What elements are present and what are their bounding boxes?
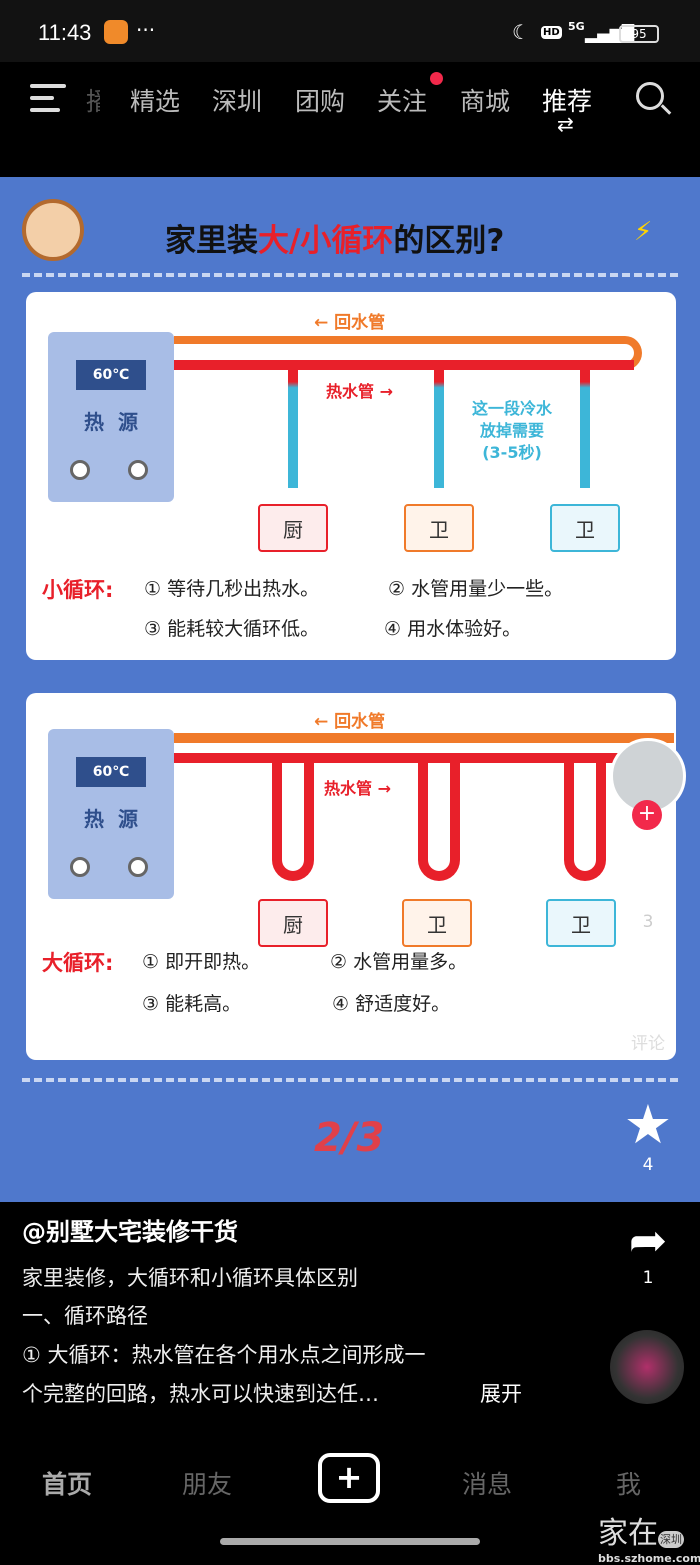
room-bath-1: 卫: [402, 899, 472, 947]
cold-water-note: 这一段冷水放掉需要(3-5秒): [472, 399, 553, 462]
hot-pipe: [174, 360, 634, 370]
top-nav: 播 精选 深圳 团购 关注 商城 推荐 ⇄: [0, 62, 700, 177]
status-bar: 11:43 ··· ☾ HD 5G ▂▄▆█ 95: [0, 0, 700, 62]
tab-following[interactable]: 关注: [377, 87, 428, 116]
notification-dot: [430, 72, 443, 85]
heart-icon: ♥: [626, 859, 670, 915]
small-loop-label: 小循环:: [42, 578, 114, 602]
follow-button[interactable]: +: [632, 800, 662, 830]
moon-icon: ☾: [512, 20, 530, 44]
divider: [22, 1078, 678, 1082]
big-loop-label: 大循环:: [42, 951, 114, 975]
favorite-button[interactable]: ★ 4: [618, 1093, 678, 1176]
loop-kitchen: [272, 753, 314, 881]
watermark: 家在深圳 bbs.szhome.com: [598, 1516, 700, 1565]
room-kitchen: 厨: [258, 899, 328, 947]
room-kitchen: 厨: [258, 504, 328, 552]
tab-recommend[interactable]: 推荐: [542, 87, 593, 116]
room-bath-2: 卫: [550, 504, 620, 552]
tab-live[interactable]: 播: [86, 87, 100, 116]
nav-me[interactable]: 我: [616, 1470, 642, 1499]
expand-link[interactable]: 展开: [480, 1382, 522, 1406]
room-bath-2: 卫: [546, 899, 616, 947]
branch-bath-2: [580, 370, 590, 488]
teacher-illustration: [22, 199, 84, 261]
signal-icon: 5G: [568, 20, 585, 33]
nav-home[interactable]: 首页: [42, 1470, 93, 1499]
tab-shenzhen[interactable]: 深圳: [212, 87, 263, 116]
search-icon[interactable]: [636, 82, 664, 110]
heater: 60℃ 热源: [48, 332, 174, 502]
app-icon: [104, 20, 128, 44]
loop-bath-1: [418, 753, 460, 881]
tab-mall[interactable]: 商城: [460, 87, 511, 116]
return-pipe: [174, 733, 674, 743]
more-icon: ···: [136, 18, 156, 42]
tab-featured[interactable]: 精选: [130, 87, 181, 116]
branch-bath-1: [434, 370, 444, 488]
menu-icon[interactable]: [30, 84, 66, 112]
post-image[interactable]: 家里装大/小循环的区别? ⚡ 60℃ 热源 ← 回水管 热水管 → 这一段冷水放…: [0, 177, 700, 1202]
small-loop-card: 60℃ 热源 ← 回水管 热水管 → 这一段冷水放掉需要(3-5秒) 厨 卫 卫…: [26, 292, 676, 660]
home-indicator: [220, 1538, 480, 1545]
loop-bath-2: [564, 753, 606, 881]
comment-icon: [624, 985, 672, 1023]
clock: 11:43: [38, 20, 92, 45]
tab-groupbuy[interactable]: 团购: [295, 87, 346, 116]
return-pipe-label: ← 回水管: [314, 313, 386, 333]
music-disc[interactable]: [610, 1330, 684, 1404]
create-button[interactable]: +: [318, 1453, 380, 1503]
hd-icon: HD: [541, 26, 562, 39]
star-icon: ★: [623, 1093, 673, 1156]
room-bath-1: 卫: [404, 504, 474, 552]
author-name[interactable]: @别墅大宅装修干货: [22, 1218, 238, 1246]
spark-icon: ⚡: [634, 217, 653, 247]
hot-pipe-label: 热水管 →: [324, 779, 391, 798]
divider: [22, 273, 678, 277]
branch-kitchen: [288, 370, 298, 488]
like-button[interactable]: ♥ 3: [618, 862, 678, 932]
nav-friends[interactable]: 朋友: [182, 1470, 233, 1499]
switch-icon[interactable]: ⇄: [557, 112, 574, 136]
comment-button[interactable]: 评论: [618, 985, 678, 1054]
infographic-title: 家里装大/小循环的区别?: [165, 223, 505, 259]
battery-icon: 95: [619, 25, 659, 43]
share-icon: ➦: [628, 1213, 668, 1267]
return-pipe-label: ← 回水管: [314, 712, 386, 732]
big-loop-card: 60℃ 热源 ← 回水管 热水管 → 厨 卫 卫 大循环: ① 即开即热。 ② …: [26, 693, 676, 1060]
nav-messages[interactable]: 消息: [462, 1470, 513, 1499]
heater: 60℃ 热源: [48, 729, 174, 899]
hot-pipe-label: 热水管 →: [326, 382, 393, 401]
share-button[interactable]: ➦ 1: [618, 1212, 678, 1288]
page-indicator: 2/3: [314, 1115, 385, 1161]
